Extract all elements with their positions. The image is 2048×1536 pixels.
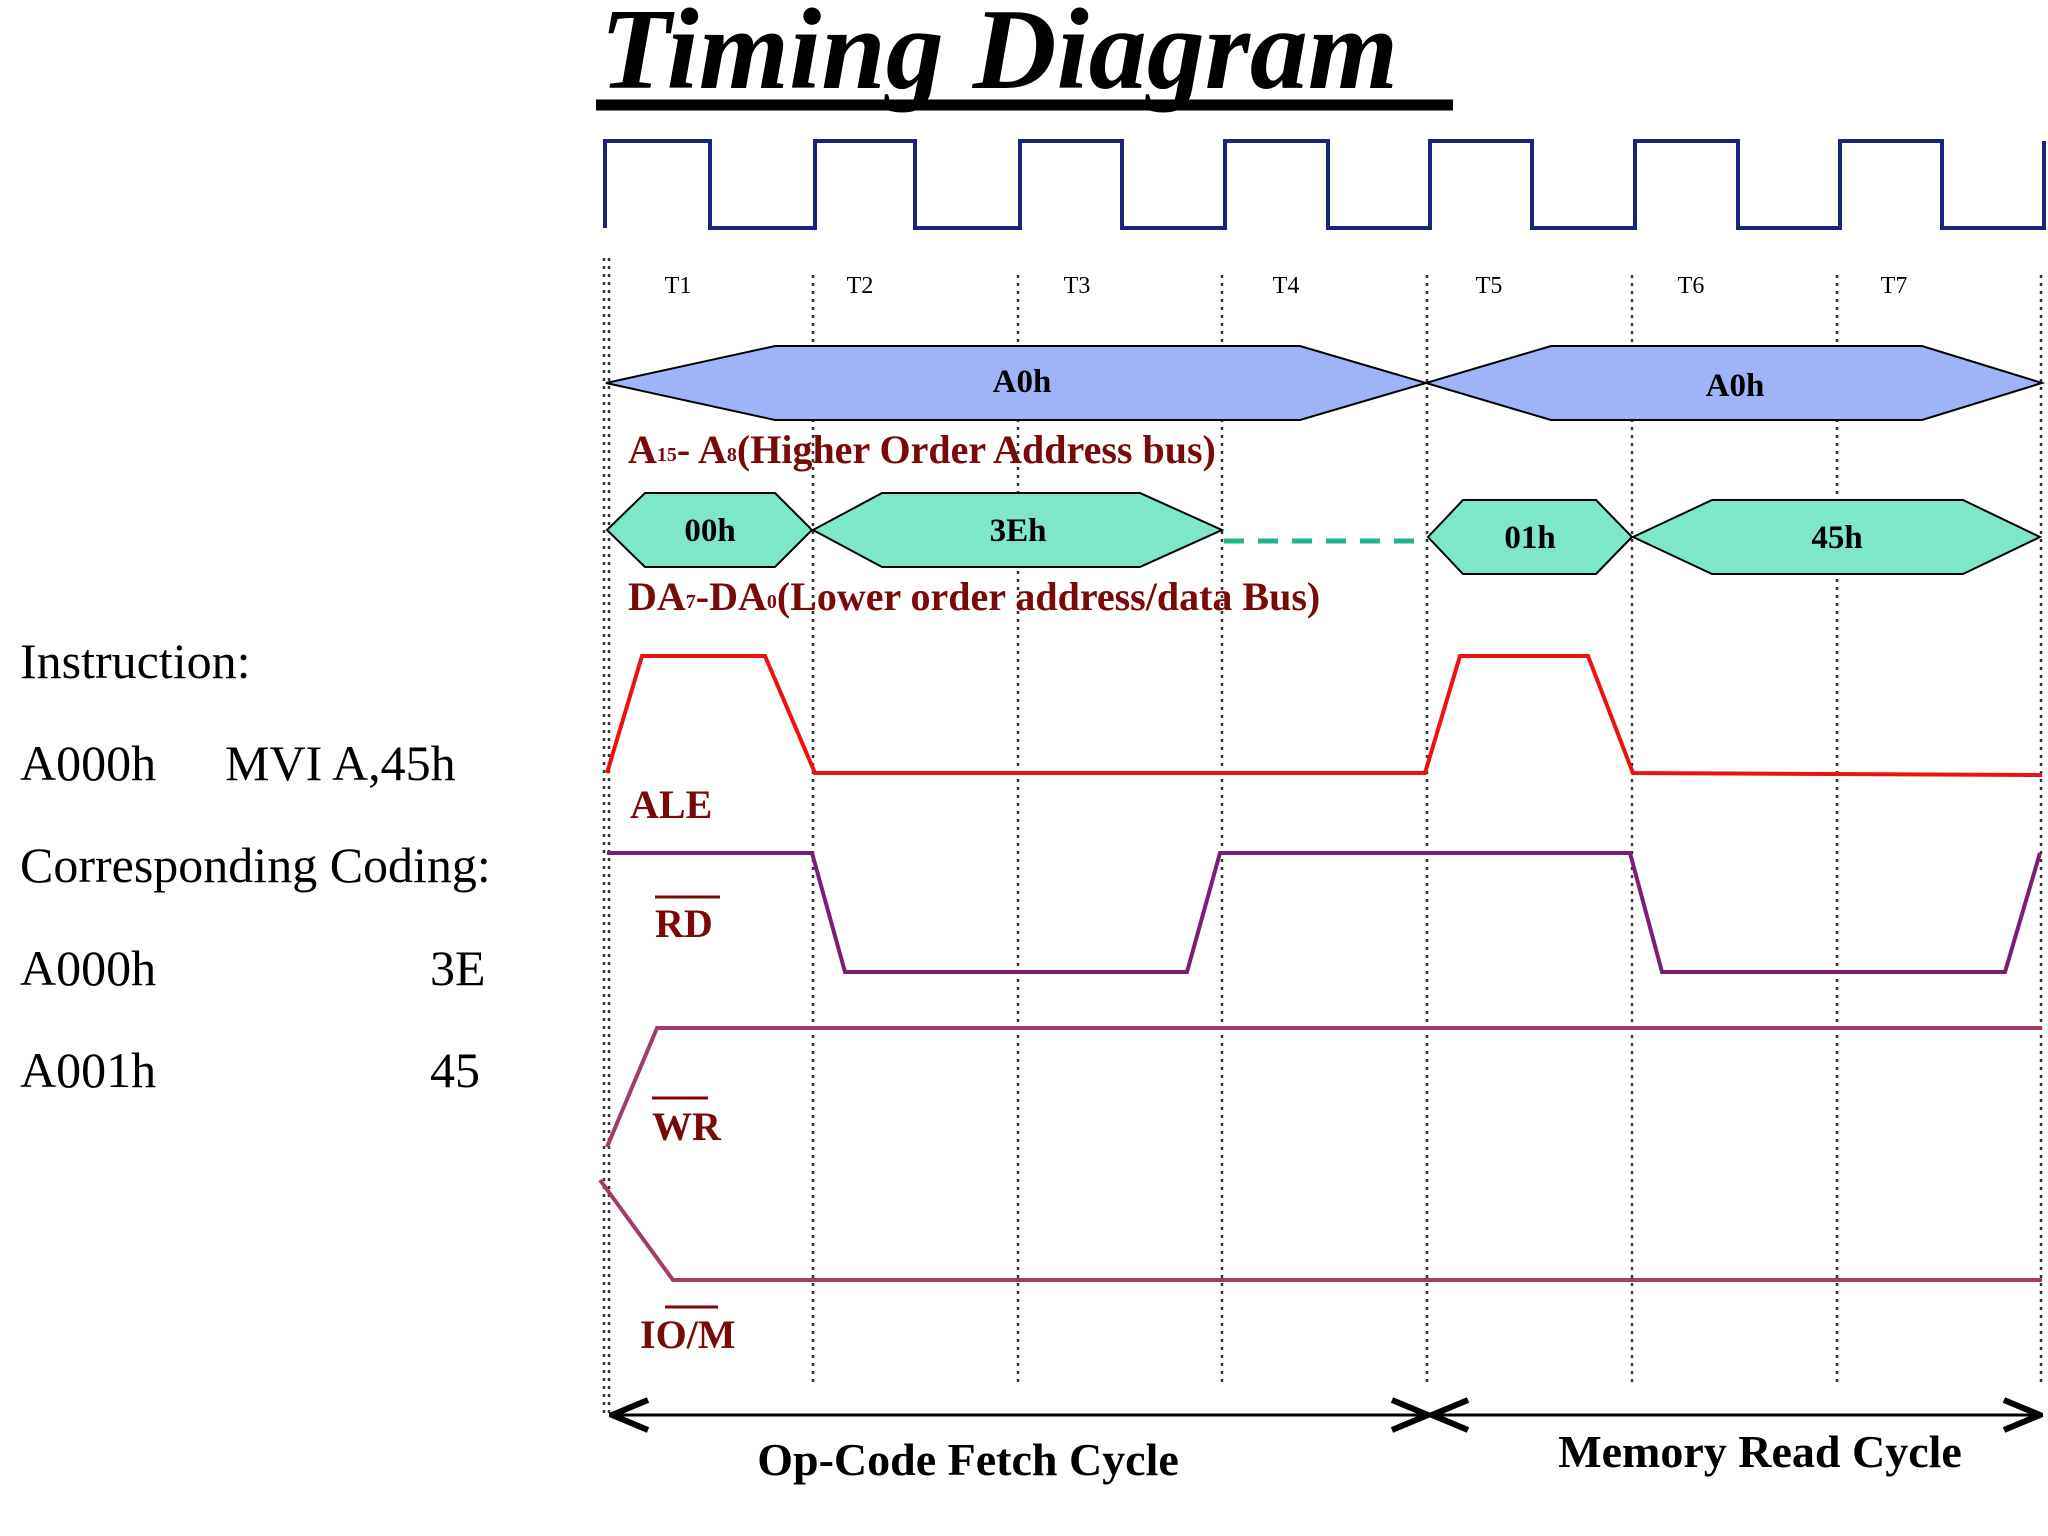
clock-waveform [603,139,2046,230]
io-m-label: IO/M [640,1312,736,1357]
coding-value: 3E [430,940,486,996]
t-state-label: T3 [1064,273,1091,299]
coding-heading: Corresponding Coding: [20,837,491,893]
ale-waveform [605,654,2043,777]
bus-value: 01h [1504,520,1555,556]
wr-waveform [605,1026,2042,1148]
io-m-waveform [598,1178,2042,1282]
bus-value: 45h [1811,520,1862,556]
coding-value: 45 [430,1042,480,1098]
t-state-boundaries [602,258,2043,1415]
instruction-block: Instruction: A000h MVI A,45h Correspondi… [20,633,491,1098]
label-part: A [628,427,657,472]
t-state-label: T5 [1476,273,1503,299]
opcode-fetch-cycle-label: Op-Code Fetch Cycle [757,1434,1179,1485]
label-sub: 0 [767,591,777,613]
t-state-label: T4 [1273,273,1300,299]
label-part: -DA [696,574,767,619]
bus-value: A0h [1706,368,1765,404]
t-state-label: T7 [1881,273,1908,299]
coding-address: A000h [20,940,156,996]
low-address-bus-label: DA7-DA0(Lower order address/data Bus) [628,574,1320,619]
coding-address: A001h [20,1042,156,1098]
high-address-bus-label: A15- A8(Higher Order Address bus) [628,427,1216,472]
page-title: Timing Diagram [600,0,1398,114]
t-state-labels: T1 T2 T3 T4 T5 T6 T7 [665,273,1908,299]
label-part: (Lower order address/data Bus) [777,574,1320,619]
label-part: (Higher Order Address bus) [737,427,1216,472]
t-state-label: T2 [847,273,874,299]
instruction-heading: Instruction: [20,633,251,689]
label-sub: 8 [727,444,737,466]
t-state-label: T1 [665,273,692,299]
bus-segment [1630,499,2043,575]
ale-label: ALE [630,782,712,827]
bus-value: 00h [684,513,735,549]
high-address-bus: A0h A0h [605,345,2046,421]
instruction-mnemonic: MVI A,45h [225,735,456,791]
bus-segment [1422,345,2046,421]
wr-label: WR [652,1104,722,1149]
label-part: - A [677,427,727,472]
low-address-bus: 00h 3Eh 01h 45h [605,492,2043,575]
rd-waveform [607,851,2042,974]
bus-value: 3Eh [990,513,1047,549]
label-sub: 15 [657,444,677,466]
memory-read-cycle-label: Memory Read Cycle [1558,1426,1962,1477]
instruction-address: A000h [20,735,156,791]
t-state-label: T6 [1678,273,1705,299]
rd-label: RD [655,901,713,946]
bus-value: A0h [993,364,1052,400]
label-part: DA [628,574,686,619]
bus-segment [810,492,1225,568]
label-sub: 7 [686,591,696,613]
